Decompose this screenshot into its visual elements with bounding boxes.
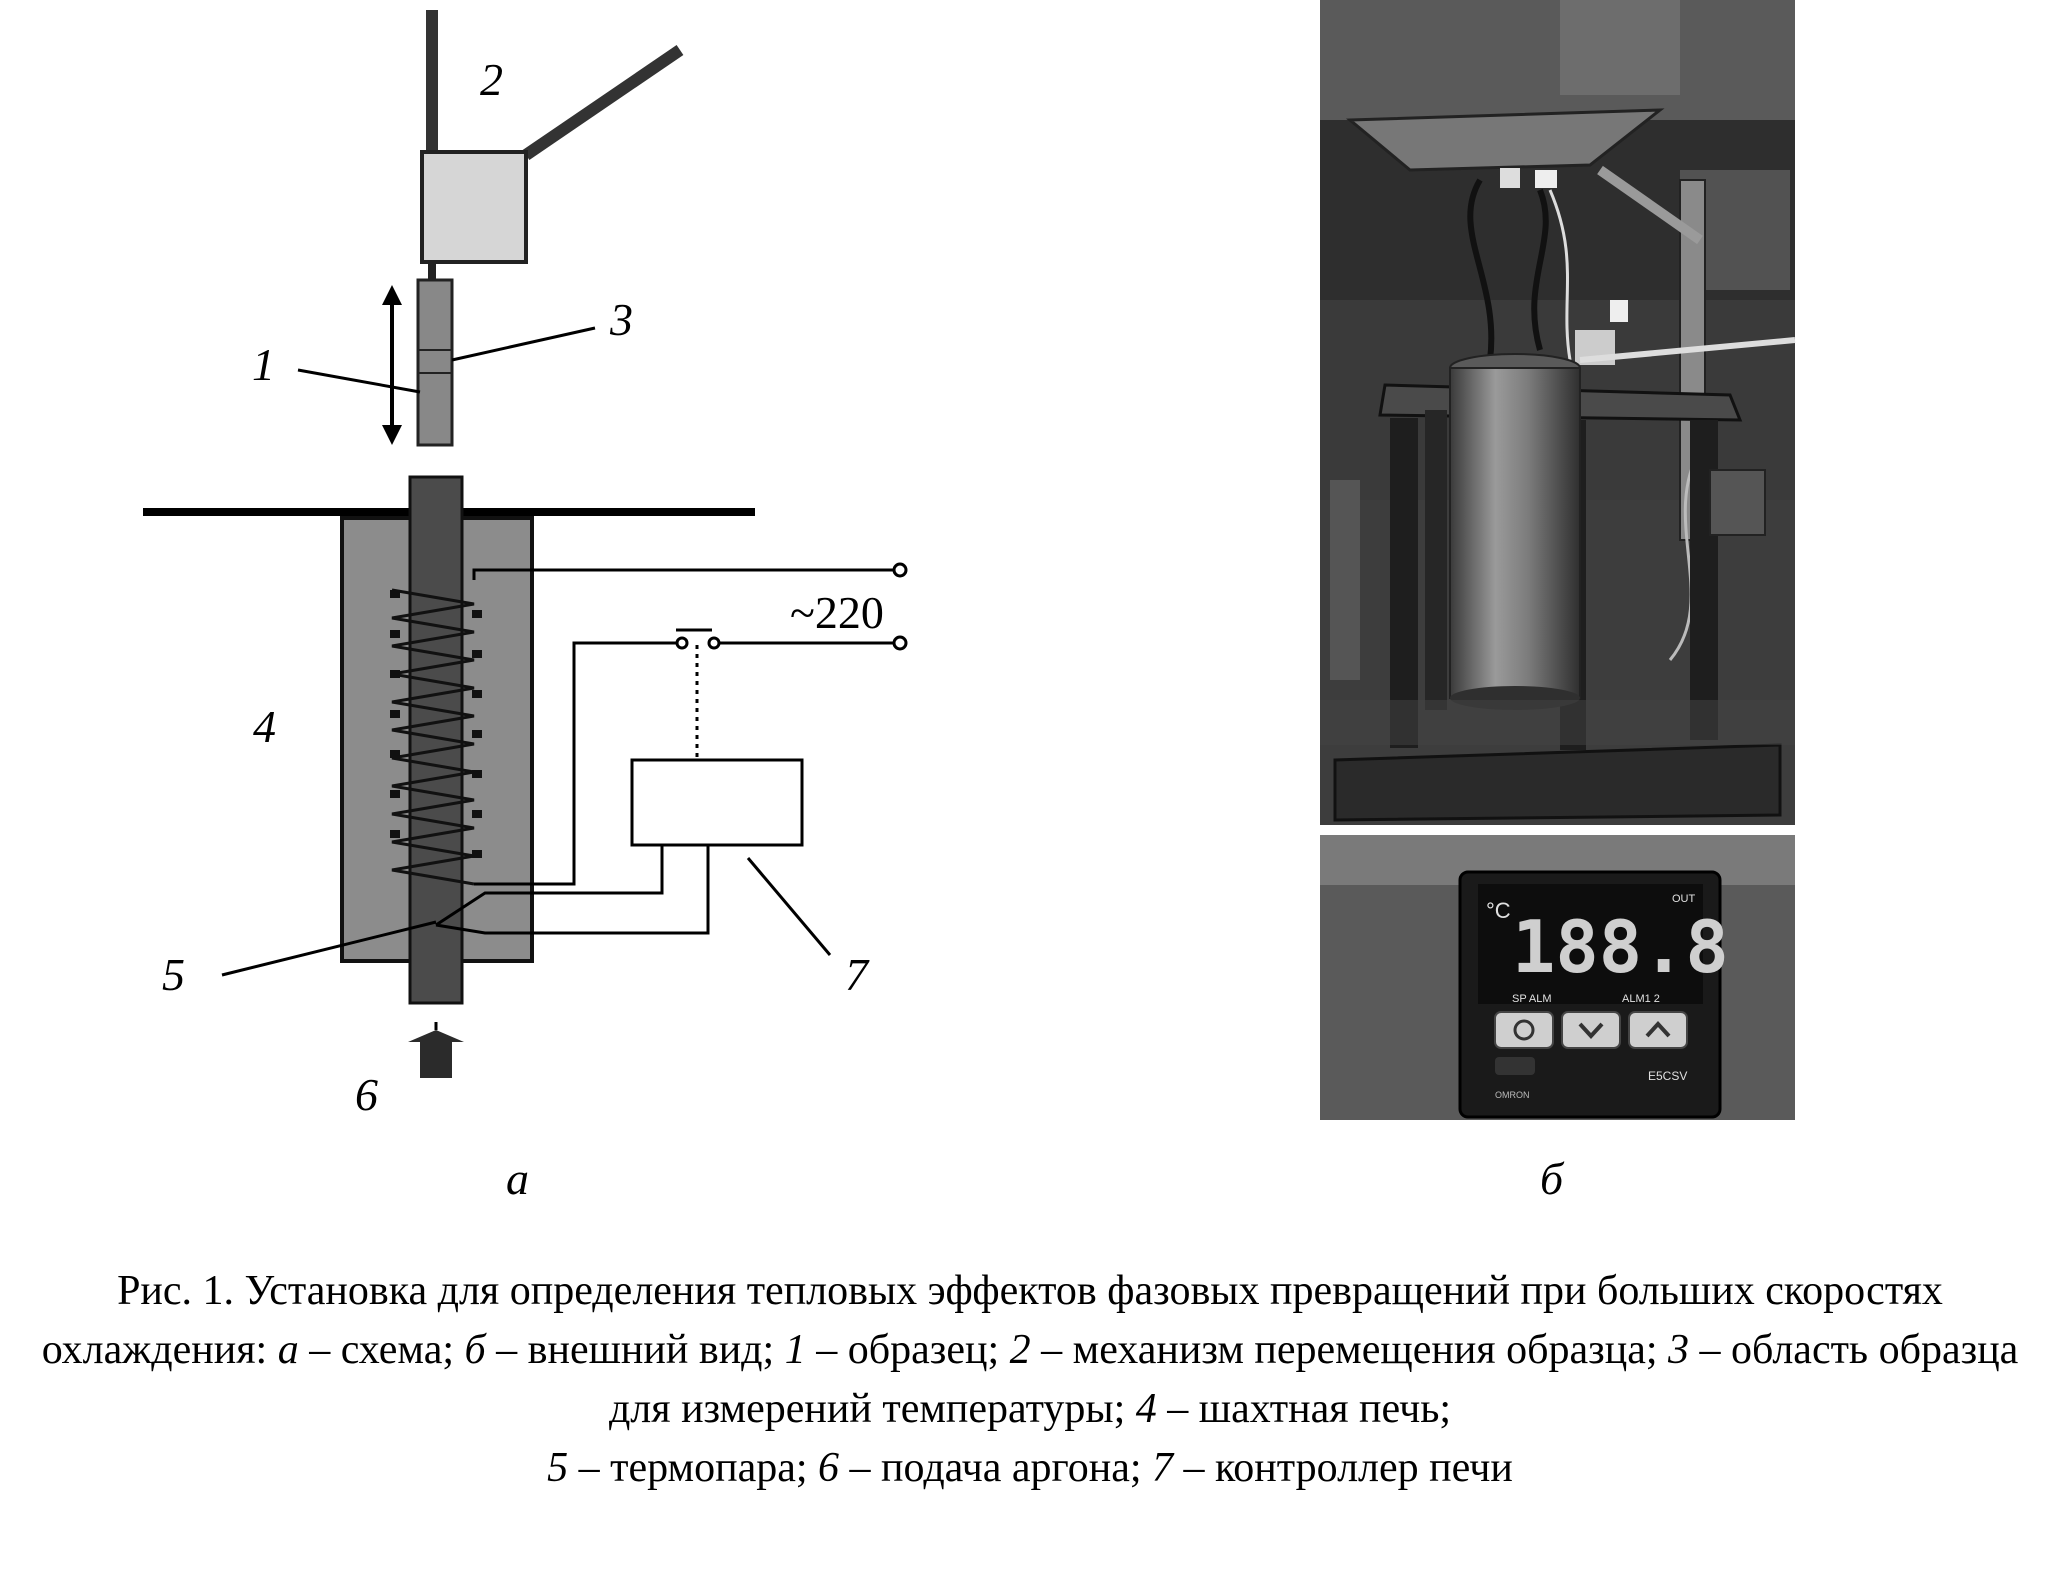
label-6: 6 (355, 1069, 378, 1120)
terminal-bottom (892, 635, 908, 651)
heater-coil (391, 588, 475, 886)
power-wire-top (472, 568, 898, 580)
label-3: 3 (609, 294, 633, 345)
photo-controller: °C OUT 188.8 SP ALM ALM1 2 E5CSV OMRON (1320, 835, 1795, 1120)
terminal-top (892, 562, 908, 578)
mechanism-box (420, 150, 528, 264)
argon-arrow (408, 1030, 464, 1078)
panel-label-a: а (506, 1153, 529, 1204)
voltage-label: ~220 (790, 587, 884, 638)
brand-label: OMRON (1495, 1090, 1530, 1100)
thermocouple-wire-1 (435, 845, 664, 927)
coil-cross-sections (390, 590, 482, 858)
figure-canvas: 2 1 3 4 ~220 5 7 6 (143, 0, 1796, 1120)
down-key (1561, 1011, 1621, 1049)
photo-apparatus (1320, 0, 1796, 825)
leader-3 (451, 326, 596, 362)
label-5: 5 (162, 949, 185, 1000)
mechanism-rod (426, 10, 438, 155)
mechanism-arm (522, 45, 684, 160)
power-wire-bottom (474, 641, 678, 886)
figure-caption: Рис. 1. Установка для определения теплов… (41, 1268, 2019, 1491)
label-4: 4 (253, 701, 276, 752)
schematic: 2 1 3 4 ~220 5 7 6 (143, 10, 908, 1120)
leader-5 (221, 920, 437, 977)
leader-1 (297, 368, 421, 394)
out-label: OUT (1672, 893, 1696, 905)
unit-label: °C (1486, 898, 1511, 923)
model-label: E5CSV (1648, 1069, 1687, 1083)
indicator-labels: SP ALM (1512, 993, 1552, 1005)
sample (416, 278, 454, 447)
mode-key (1494, 1011, 1554, 1049)
label-1: 1 (252, 339, 275, 390)
label-2: 2 (480, 54, 503, 105)
up-key (1628, 1011, 1688, 1049)
leader-7 (746, 857, 832, 956)
thermocouple-wire-2 (435, 845, 710, 935)
alarm-labels: ALM1 2 (1622, 993, 1660, 1005)
label-7: 7 (845, 949, 870, 1000)
controller-display: 188.8 (1512, 905, 1729, 989)
panel-label-b: б (1540, 1153, 1564, 1204)
controller-box (630, 758, 804, 847)
